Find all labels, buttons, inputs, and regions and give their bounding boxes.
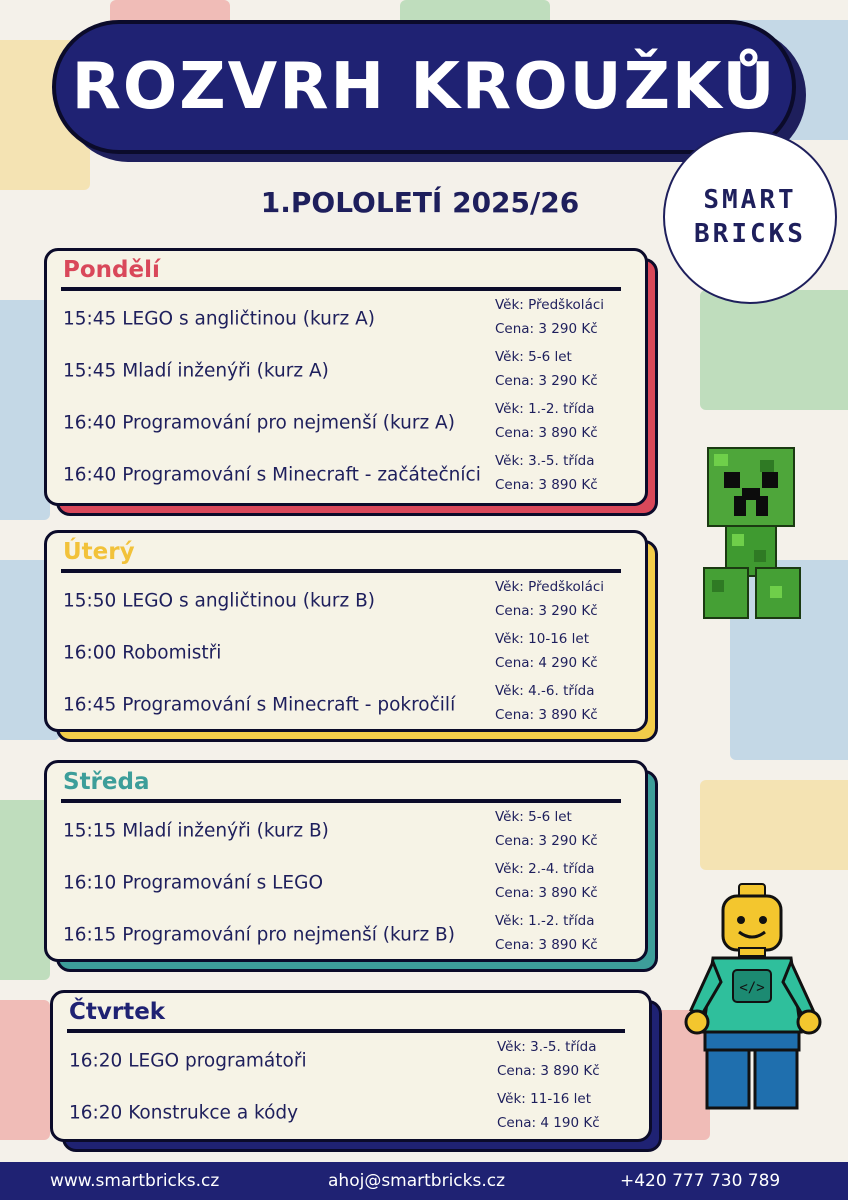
- course-age: Věk: 11-16 let: [497, 1091, 592, 1107]
- course-row: 16:10 Programování s LEGO Věk: 2.-4. tří…: [63, 857, 637, 909]
- course-price: Cena: 4 190 Kč: [497, 1115, 600, 1131]
- day-divider: [61, 569, 621, 573]
- course-age: Věk: 1.-2. třída: [495, 913, 595, 929]
- course-age: Věk: 4.-6. třída: [495, 683, 595, 699]
- footer-phone[interactable]: +420 777 730 789: [620, 1171, 781, 1191]
- minecraft-creeper-icon: [703, 447, 801, 619]
- course-age: Věk: 10-16 let: [495, 631, 590, 647]
- course-price: Cena: 3 290 Kč: [495, 833, 598, 849]
- course-title: 16:45 Programování s Minecraft - pokroči…: [63, 694, 456, 716]
- footer-email[interactable]: ahoj@smartbricks.cz: [328, 1171, 506, 1191]
- course-age: Věk: 3.-5. třída: [497, 1039, 597, 1055]
- day-divider: [61, 287, 621, 291]
- day-panel-wednesday: Středa 15:15 Mladí inženýři (kurz B) Věk…: [44, 760, 648, 962]
- course-age: Věk: 2.-4. třída: [495, 861, 595, 877]
- lego-minifigure-icon: </>: [684, 883, 822, 1110]
- course-meta: Věk: 5-6 let Cena: 3 290 Kč: [495, 345, 598, 393]
- course-row: 15:45 LEGO s angličtinou (kurz A) Věk: P…: [63, 293, 637, 345]
- course-row: 16:40 Programování s Minecraft - začáteč…: [63, 449, 637, 501]
- course-title: 16:15 Programování pro nejmenší (kurz B): [63, 924, 455, 946]
- course-meta: Věk: 2.-4. třída Cena: 3 890 Kč: [495, 857, 598, 905]
- course-age: Věk: 5-6 let: [495, 809, 572, 825]
- course-age: Věk: 5-6 let: [495, 349, 572, 365]
- day-panel-tuesday: Úterý 15:50 LEGO s angličtinou (kurz B) …: [44, 530, 648, 732]
- course-title: 15:45 Mladí inženýři (kurz A): [63, 360, 329, 382]
- day-name-monday: Pondělí: [63, 257, 160, 283]
- course-price: Cena: 3 890 Kč: [495, 937, 598, 953]
- course-meta: Věk: 11-16 let Cena: 4 190 Kč: [497, 1087, 600, 1135]
- course-row: 16:40 Programování pro nejmenší (kurz A)…: [63, 397, 637, 449]
- course-title: 15:15 Mladí inženýři (kurz B): [63, 820, 329, 842]
- course-price: Cena: 3 890 Kč: [495, 885, 598, 901]
- logo-line-1: SMART: [703, 185, 797, 215]
- course-row: 15:50 LEGO s angličtinou (kurz B) Věk: P…: [63, 575, 637, 627]
- course-title: 16:20 Konstrukce a kódy: [69, 1102, 299, 1124]
- day-name-tuesday: Úterý: [63, 539, 135, 565]
- course-row: 16:15 Programování pro nejmenší (kurz B)…: [63, 909, 637, 961]
- course-meta: Věk: 3.-5. třída Cena: 3 890 Kč: [495, 449, 598, 497]
- course-meta: Věk: 5-6 let Cena: 3 290 Kč: [495, 805, 598, 853]
- day-divider: [67, 1029, 625, 1033]
- course-meta: Věk: 1.-2. třída Cena: 3 890 Kč: [495, 909, 598, 957]
- course-meta: Věk: 1.-2. třída Cena: 3 890 Kč: [495, 397, 598, 445]
- page-subtitle: 1.POLOLETÍ 2025/26: [260, 186, 580, 219]
- course-meta: Věk: 3.-5. třída Cena: 3 890 Kč: [497, 1035, 600, 1083]
- day-name-thursday: Čtvrtek: [69, 999, 166, 1025]
- smart-bricks-logo: SMART BRICKS: [663, 130, 837, 304]
- course-age: Věk: 1.-2. třída: [495, 401, 595, 417]
- course-row: 15:45 Mladí inženýři (kurz A) Věk: 5-6 l…: [63, 345, 637, 397]
- course-price: Cena: 3 290 Kč: [495, 373, 598, 389]
- course-row: 15:15 Mladí inženýři (kurz B) Věk: 5-6 l…: [63, 805, 637, 857]
- course-age: Věk: 3.-5. třída: [495, 453, 595, 469]
- course-price: Cena: 4 290 Kč: [495, 655, 598, 671]
- course-title: 16:10 Programování s LEGO: [63, 872, 324, 894]
- course-title: 15:50 LEGO s angličtinou (kurz B): [63, 590, 375, 612]
- course-meta: Věk: 4.-6. třída Cena: 3 890 Kč: [495, 679, 598, 727]
- footer: www.smartbricks.cz ahoj@smartbricks.cz +…: [0, 1162, 848, 1200]
- course-price: Cena: 3 890 Kč: [495, 707, 598, 723]
- day-panel-thursday: Čtvrtek 16:20 LEGO programátoři Věk: 3.-…: [50, 990, 652, 1142]
- background-brick: [0, 800, 50, 980]
- day-name-wednesday: Středa: [63, 769, 150, 795]
- course-title: 15:45 LEGO s angličtinou (kurz A): [63, 308, 375, 330]
- logo-line-2: BRICKS: [694, 219, 806, 249]
- day-panel-monday: Pondělí 15:45 LEGO s angličtinou (kurz A…: [44, 248, 648, 506]
- background-brick: [0, 1000, 50, 1140]
- course-price: Cena: 3 290 Kč: [495, 321, 598, 337]
- course-meta: Věk: Předškoláci Cena: 3 290 Kč: [495, 575, 604, 623]
- course-price: Cena: 3 890 Kč: [495, 477, 598, 493]
- course-title: 16:40 Programování s Minecraft - začáteč…: [63, 464, 481, 486]
- background-brick: [700, 290, 848, 410]
- course-row: 16:20 LEGO programátoři Věk: 3.-5. třída…: [69, 1035, 641, 1087]
- course-title: 16:20 LEGO programátoři: [69, 1050, 307, 1072]
- title-bar: ROZVRH KROUŽKŮ: [52, 20, 796, 154]
- svg-text:</>: </>: [739, 980, 764, 996]
- course-meta: Věk: 10-16 let Cena: 4 290 Kč: [495, 627, 598, 675]
- course-price: Cena: 3 290 Kč: [495, 603, 598, 619]
- course-price: Cena: 3 890 Kč: [497, 1063, 600, 1079]
- course-row: 16:45 Programování s Minecraft - pokroči…: [63, 679, 637, 731]
- background-brick: [700, 780, 848, 870]
- background-brick: [0, 300, 50, 520]
- course-row: 16:00 Robomistři Věk: 10-16 let Cena: 4 …: [63, 627, 637, 679]
- day-divider: [61, 799, 621, 803]
- page-title: ROZVRH KROUŽKŮ: [71, 50, 777, 124]
- course-age: Věk: Předškoláci: [495, 579, 605, 595]
- course-title: 16:00 Robomistři: [63, 642, 222, 664]
- course-meta: Věk: Předškoláci Cena: 3 290 Kč: [495, 293, 604, 341]
- course-age: Věk: Předškoláci: [495, 297, 605, 313]
- footer-website[interactable]: www.smartbricks.cz: [50, 1171, 220, 1191]
- course-price: Cena: 3 890 Kč: [495, 425, 598, 441]
- course-title: 16:40 Programování pro nejmenší (kurz A): [63, 412, 455, 434]
- course-row: 16:20 Konstrukce a kódy Věk: 11-16 let C…: [69, 1087, 641, 1139]
